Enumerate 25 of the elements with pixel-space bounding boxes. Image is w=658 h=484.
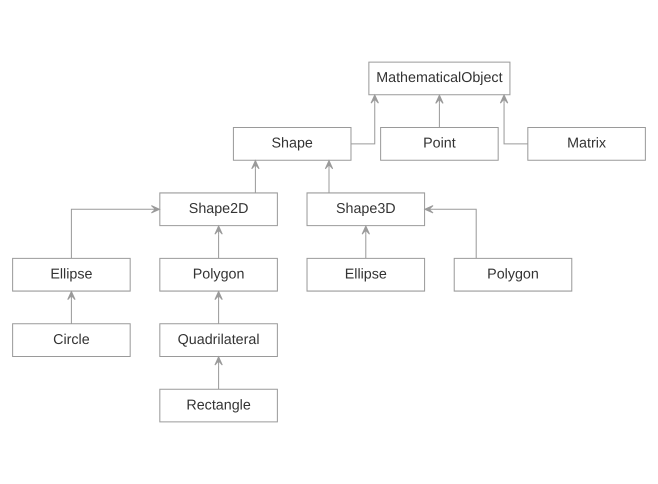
arrow (251, 160, 260, 193)
arrow (70, 205, 160, 258)
node-box: Circle (12, 323, 131, 357)
node-box: Ellipse (12, 258, 131, 292)
node-box: Rectangle (159, 388, 278, 422)
arrow (324, 160, 334, 193)
node-box: Quadrilateral (159, 323, 278, 357)
arrow (351, 94, 379, 144)
arrow (424, 205, 477, 258)
arrow (500, 94, 528, 144)
node-box: Matrix (527, 127, 646, 161)
arrow (214, 356, 223, 390)
node-box: Shape (232, 127, 352, 161)
node-box: Ellipse (306, 258, 426, 292)
arrow (214, 226, 223, 258)
node-box: Polygon (454, 258, 572, 292)
arrow (435, 94, 444, 128)
node-box: Point (380, 127, 499, 161)
node-box: Shape2D (159, 192, 278, 226)
node-box: MathematicalObject (368, 62, 510, 96)
node-box: Polygon (159, 258, 278, 292)
node-box: Shape3D (306, 192, 426, 226)
arrow (362, 226, 370, 258)
arrow (67, 290, 76, 324)
arrow (214, 290, 223, 324)
